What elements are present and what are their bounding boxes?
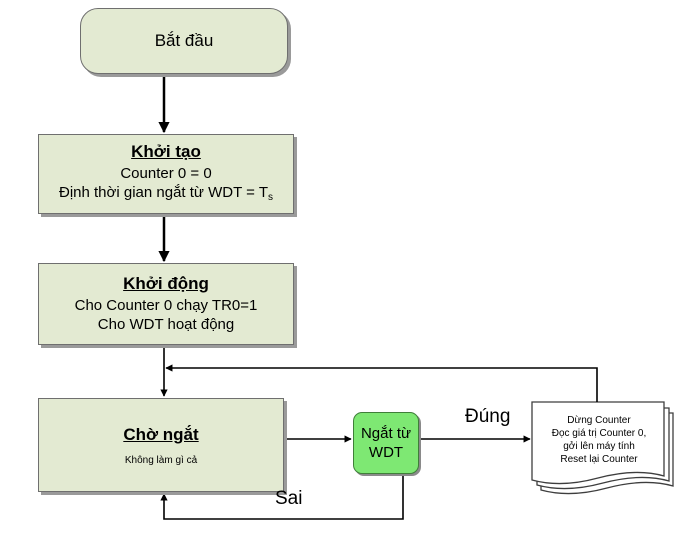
decision-line-2: WDT [368,444,404,461]
decision-line-1: Ngắt từ [360,425,412,442]
init-line-wdt-text: Định thời gian ngắt từ WDT = T [59,183,268,201]
init-node: Khởi tạo Counter 0 = 0 Định thời gian ng… [38,134,294,214]
edge-label-no: Sai [275,488,303,509]
init-line-wdt: Định thời gian ngắt từ WDT = Ts [59,183,273,207]
wait-node: Chờ ngắt Không làm gì cả [38,398,284,492]
init-line-counter: Counter 0 = 0 [120,164,212,182]
edge-label-yes: Đúng [465,406,511,427]
start-label: Bắt đầu [154,31,214,50]
process-document-node [531,401,674,495]
process-line-reset: Reset lại Counter [560,454,638,465]
launch-title: Khởi động [123,274,209,293]
decision-node: Ngắt từ WDT [353,412,419,474]
arrow-process-loop-back [165,364,598,402]
process-line-send: gởi lên máy tính [563,441,635,452]
launch-line-wdt: Cho WDT hoạt động [97,316,235,333]
start-node: Bắt đầu [80,8,288,74]
process-line-read: Đọc giá trị Counter 0, [551,428,647,439]
document-front-sheet [531,401,665,485]
launch-line-counter: Cho Counter 0 chạy TR0=1 [74,297,258,314]
init-line-wdt-subscript: s [268,191,273,203]
wait-line: Không làm gì cả [124,454,198,466]
process-line-stop: Dừng Counter [567,415,631,426]
wait-title: Chờ ngắt [123,424,199,444]
process-document-text: Dừng Counter Đọc giá trị Counter 0, gởi … [533,403,665,477]
init-title: Khởi tạo [131,141,201,161]
launch-node: Khởi động Cho Counter 0 chạy TR0=1 Cho W… [38,263,294,345]
arrow-decision-no-loop [160,475,404,520]
